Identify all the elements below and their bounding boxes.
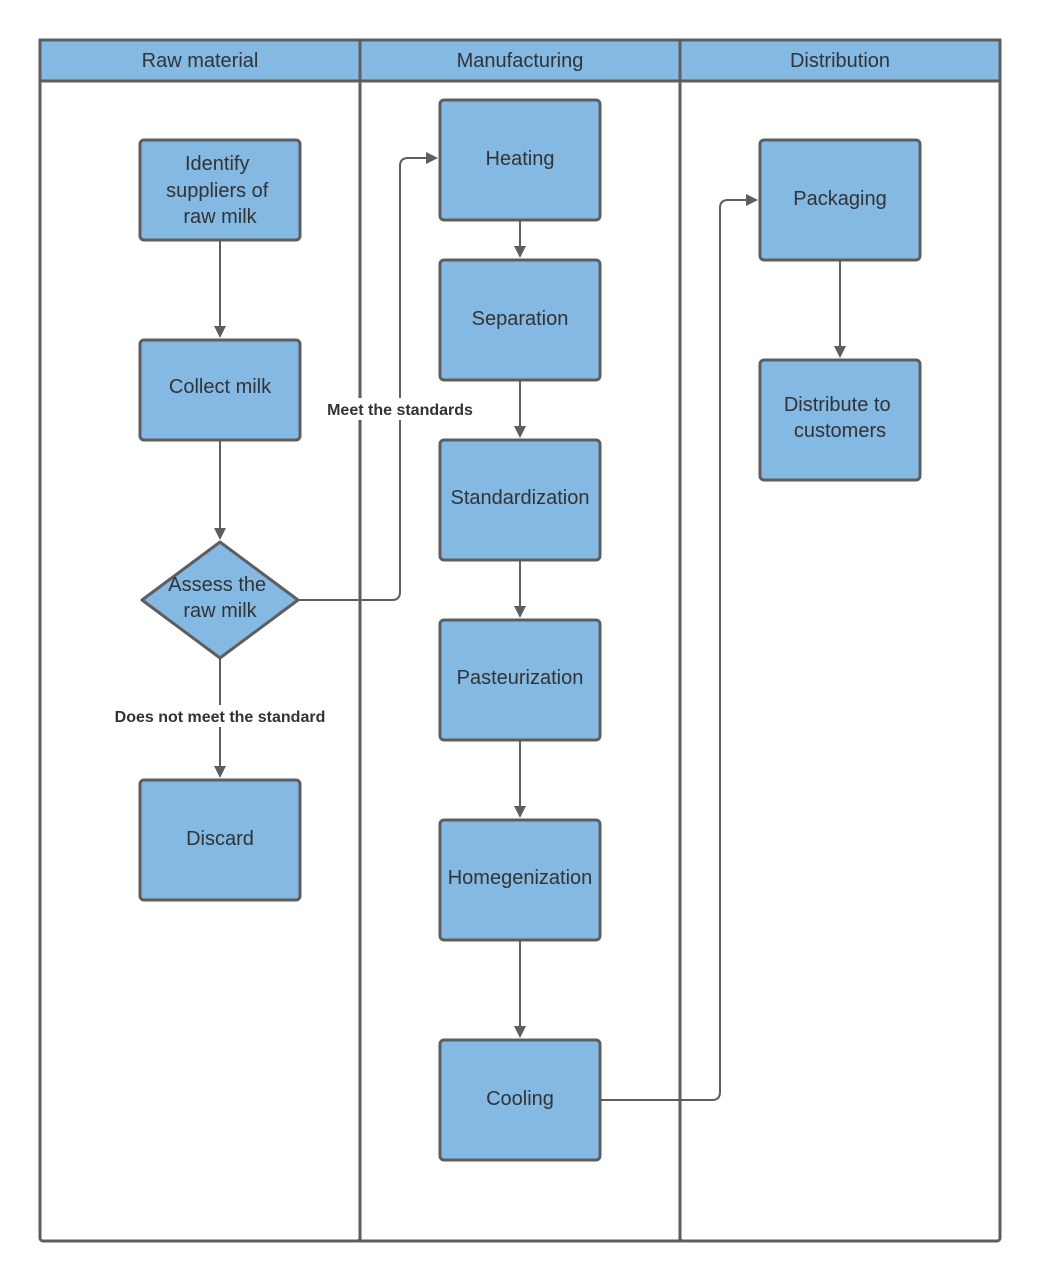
lane-manufacturing: Manufacturing [358, 38, 682, 1243]
node-packaging-text: Packaging [793, 188, 886, 210]
node-standardization-text: Standardization [451, 487, 590, 509]
node-assess-raw-milk: Assess the raw milk [140, 540, 300, 660]
lane-distribution: Distribution [678, 38, 1002, 1243]
edge-label-not-meets-standard: Does not meet the standard [115, 709, 326, 726]
node-collect-milk: Collect milk [138, 338, 302, 442]
node-assess-raw-milk-text: Assess the raw milk [168, 574, 271, 622]
node-identify-suppliers-text: Identify suppliers of raw milk [166, 153, 274, 228]
node-homogenization-text: Homegenization [448, 867, 593, 889]
node-separation-text: Separation [472, 308, 569, 330]
node-collect-milk-text: Collect milk [169, 376, 272, 398]
edge-cooling-packaging [600, 194, 758, 1101]
node-heating-text: Heating [486, 148, 555, 170]
lane-raw-material: Raw material [38, 38, 362, 1243]
node-cooling-text: Cooling [486, 1088, 554, 1110]
node-discard: Discard [138, 778, 302, 902]
lane-title-manufacturing: Manufacturing [457, 50, 584, 72]
node-pasteurization: Pasteurization [438, 618, 602, 742]
node-discard-text: Discard [186, 828, 254, 850]
node-standardization: Standardization [438, 438, 602, 562]
lane-title-distribution: Distribution [790, 50, 890, 72]
node-packaging: Packaging [758, 138, 922, 262]
node-homogenization: Homegenization [438, 818, 602, 942]
edge-assess-heating [298, 152, 438, 601]
node-identify-suppliers: Identify suppliers of raw milk [138, 138, 302, 242]
edge-label-meets-standards: Meet the standards [327, 402, 473, 419]
node-separation: Separation [438, 258, 602, 382]
edge-labels: Meet the standards Does not meet the sta… [100, 398, 482, 727]
node-heating: Heating [438, 98, 602, 222]
lane-title-raw-material: Raw material [142, 50, 259, 72]
node-cooling: Cooling [438, 1038, 602, 1162]
node-distribute-customers: Distribute to customers [758, 358, 922, 482]
node-distribute-customers-text: Distribute to customers [784, 394, 896, 442]
node-pasteurization-text: Pasteurization [457, 667, 584, 689]
